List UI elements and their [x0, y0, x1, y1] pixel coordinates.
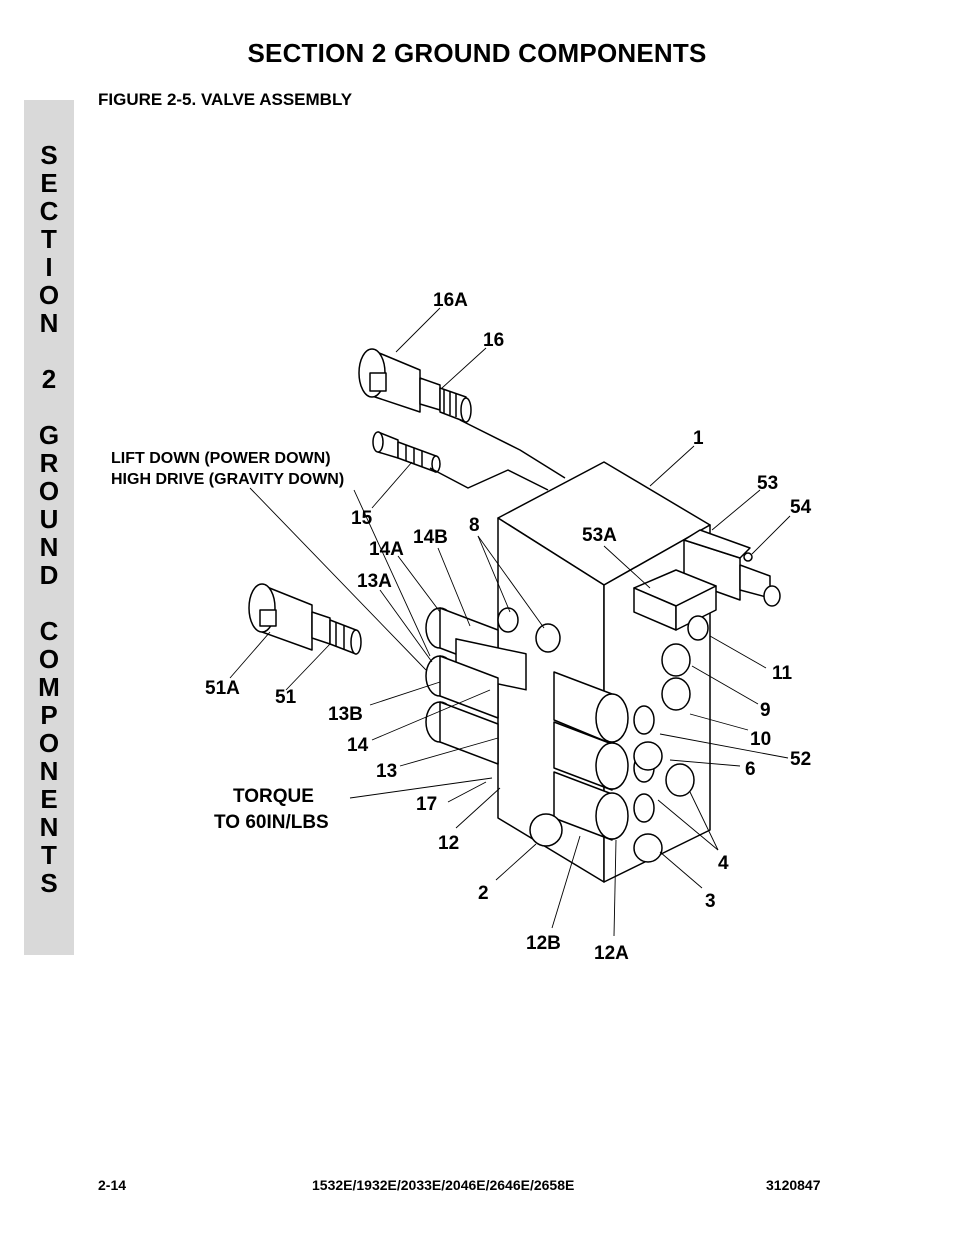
figure-title: FIGURE 2-5. VALVE ASSEMBLY	[98, 90, 353, 109]
footer-doc-number: 3120847	[766, 1177, 821, 1193]
callout-14: 14	[347, 735, 369, 756]
solenoid-valve-16	[358, 348, 472, 423]
side-tab-letter: D	[39, 560, 59, 590]
side-tab-letter: P	[40, 700, 58, 730]
callout-10: 10	[750, 729, 771, 750]
side-tab-letter: N	[39, 532, 59, 562]
front-cartridges	[553, 671, 655, 841]
callout-3: 3	[705, 891, 716, 912]
callout-13: 13	[376, 761, 397, 782]
callout-51A: 51A	[205, 678, 240, 699]
side-tab-letter: C	[39, 616, 59, 646]
footer-model-list: 1532E/1932E/2033E/2046E/2646E/2658E	[312, 1177, 575, 1193]
side-tab-letter: S	[40, 868, 58, 898]
side-tab-letter: U	[39, 504, 59, 534]
callout-15: 15	[351, 508, 373, 529]
footer-page-number: 2-14	[98, 1177, 127, 1193]
callout-51: 51	[275, 687, 297, 708]
callout-16A: 16A	[433, 290, 468, 311]
side-tab-letter: N	[39, 308, 59, 338]
solenoid-valve-53	[633, 529, 781, 631]
section-side-tab: S E C T I O N 2 G R O U N D C O M P O N …	[24, 100, 74, 955]
callout-11: 11	[772, 663, 793, 684]
side-tab-letter: E	[40, 784, 58, 814]
side-tab-letter: 2	[41, 364, 57, 394]
side-tab-letter: T	[41, 840, 57, 870]
valve-row-middle	[425, 655, 499, 765]
callout-53: 53	[757, 473, 778, 494]
callout-52: 52	[790, 749, 811, 770]
callout-12B: 12B	[526, 933, 561, 954]
solenoid-valve-51	[248, 583, 362, 655]
side-tab-letter: O	[38, 280, 60, 310]
side-tab-letter: M	[38, 672, 60, 702]
note-high-drive: HIGH DRIVE (GRAVITY DOWN)	[111, 471, 344, 488]
note-torque-line1: TORQUE	[233, 786, 314, 807]
side-tab-letter: O	[38, 476, 60, 506]
side-tab-letter: T	[41, 224, 57, 254]
note-torque-line2: TO 60IN/LBS	[214, 812, 329, 833]
side-fittings	[497, 607, 709, 863]
side-tab-letter: G	[38, 420, 60, 450]
leader-lines	[229, 307, 791, 937]
callout-9: 9	[760, 700, 771, 721]
callout-53A: 53A	[582, 525, 617, 546]
side-tab-letter: O	[38, 644, 60, 674]
callout-12: 12	[438, 833, 459, 854]
callout-8: 8	[469, 515, 480, 536]
side-tab-letter: R	[39, 448, 59, 478]
side-tab-letter: N	[39, 812, 59, 842]
cartridge-valve-15	[372, 431, 441, 473]
side-tab-letter: S	[40, 140, 58, 170]
side-tab-letter: E	[40, 168, 58, 198]
callout-14B: 14B	[413, 527, 448, 548]
callout-4: 4	[718, 853, 729, 874]
callout-54: 54	[790, 497, 812, 518]
callout-1: 1	[693, 428, 704, 449]
callout-14A: 14A	[369, 539, 404, 560]
side-tab-letter: O	[38, 728, 60, 758]
page-header-title: SECTION 2 GROUND COMPONENTS	[247, 38, 707, 68]
callout-13A: 13A	[357, 571, 392, 592]
side-tab-letter: N	[39, 756, 59, 786]
side-tab-letter: C	[39, 196, 59, 226]
callout-17: 17	[416, 794, 437, 815]
callout-13B: 13B	[328, 704, 363, 725]
note-lift-down: LIFT DOWN (POWER DOWN)	[111, 450, 331, 467]
callout-2: 2	[478, 883, 489, 904]
callout-6: 6	[745, 759, 756, 780]
callout-16: 16	[483, 330, 504, 351]
callout-12A: 12A	[594, 943, 629, 964]
side-tab-letter: I	[45, 252, 53, 282]
